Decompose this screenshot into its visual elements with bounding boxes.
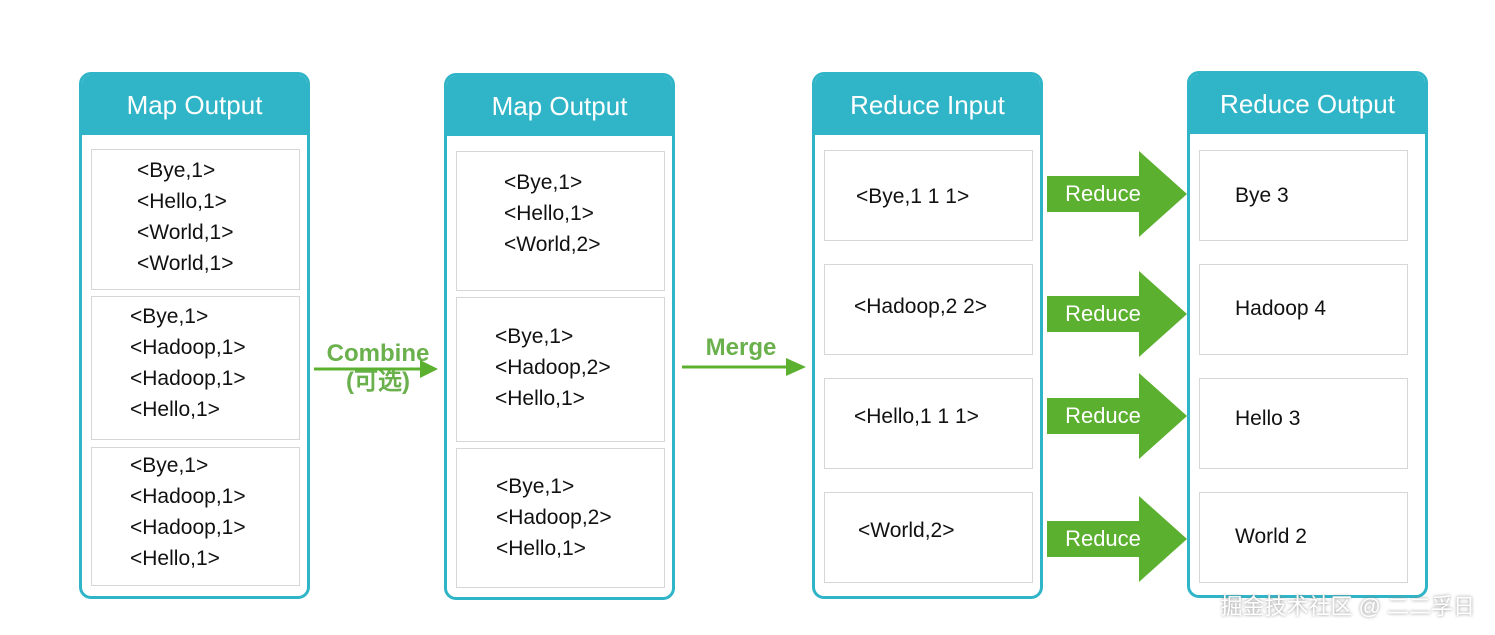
kv-line: <Hello,1 1 1> [854,405,979,428]
kv-box: World 2 [1199,492,1408,583]
panel-header: Reduce Input [815,75,1040,135]
kv-line: <Hadoop,2> [495,356,611,379]
panel-header: Reduce Output [1190,74,1425,134]
reduce-label: Reduce [1065,403,1141,428]
panel-map-output-1: Map Output <Bye,1> <Hello,1> <World,1> <… [79,72,310,599]
kv-line: <Hadoop,2 2> [854,295,988,318]
kv-box: <Bye,1> <Hadoop,2> <Hello,1> [456,297,665,442]
reduce-arrow-icon: Reduce [1047,373,1187,459]
kv-line: <Bye,1> [130,454,209,477]
kv-line: <Hadoop,2> [496,506,612,529]
kv-line: Hadoop 4 [1235,297,1327,320]
kv-line: <Bye,1 1 1> [856,185,970,208]
reduce-arrow-icon: Reduce [1047,496,1187,582]
kv-line: <World,2> [858,519,955,542]
kv-line: Hello 3 [1235,407,1301,430]
kv-line: <Bye,1> [130,305,209,328]
kv-box: <Bye,1 1 1> [824,150,1033,241]
combine-label: Combine (可选) [316,340,440,396]
reduce-label: Reduce [1065,181,1141,206]
watermark: 掘金技术社区 @ 二二孚日 [1220,594,1475,619]
panel-header: Map Output [82,75,307,135]
kv-line: <Bye,1> [495,325,574,348]
kv-line: <Bye,1> [496,475,575,498]
kv-line: <Hadoop,1> [130,336,246,359]
kv-line: <Hello,1> [495,387,585,410]
kv-box: <Bye,1> <Hello,1> <World,2> [456,151,665,291]
panel-reduce-input: Reduce Input <Bye,1 1 1> <Hadoop,2 2> <H… [812,72,1043,599]
combine-sublabel-text: (可选) [346,368,410,395]
kv-box: <Bye,1> <Hadoop,2> <Hello,1> [456,448,665,588]
kv-box: <Bye,1> <Hadoop,1> <Hadoop,1> <Hello,1> [91,447,300,586]
kv-box: <World,2> [824,492,1033,583]
kv-box: <Bye,1> <Hello,1> <World,1> <World,1> [91,149,300,290]
kv-box: Hello 3 [1199,378,1408,469]
kv-line: <World,1> [137,252,234,275]
reduce-arrow-icon: Reduce [1047,271,1187,357]
combine-arrow-icon [314,360,438,378]
kv-line: Bye 3 [1235,184,1289,207]
reduce-label: Reduce [1065,526,1141,551]
combine-label-text: Combine [326,340,430,367]
kv-line: <World,2> [504,233,601,256]
kv-line: <Hello,1> [137,190,227,213]
kv-line: <Hello,1> [504,202,594,225]
kv-line: <Hello,1> [130,398,220,421]
merge-label: Merge [705,334,777,361]
merge-arrow-icon [682,358,806,376]
kv-box: <Bye,1> <Hadoop,1> <Hadoop,1> <Hello,1> [91,296,300,440]
kv-line: <Hello,1> [130,547,220,570]
kv-box: <Hadoop,2 2> [824,264,1033,355]
kv-line: World 2 [1235,525,1307,548]
kv-line: <Bye,1> [504,171,583,194]
kv-line: <Hadoop,1> [130,367,246,390]
panel-reduce-output: Reduce Output Bye 3 Hadoop 4 Hello 3 Wor… [1187,71,1428,598]
kv-line: <Bye,1> [137,159,216,182]
kv-line: <World,1> [137,221,234,244]
kv-line: <Hadoop,1> [130,516,246,539]
reduce-arrow-icon: Reduce [1047,151,1187,237]
kv-box: Hadoop 4 [1199,264,1408,355]
kv-box: Bye 3 [1199,150,1408,241]
kv-line: <Hello,1> [496,537,586,560]
reduce-label: Reduce [1065,301,1141,326]
panel-map-output-2: Map Output <Bye,1> <Hello,1> <World,2> <… [444,73,675,600]
panel-header: Map Output [447,76,672,136]
kv-line: <Hadoop,1> [130,485,246,508]
kv-box: <Hello,1 1 1> [824,378,1033,469]
